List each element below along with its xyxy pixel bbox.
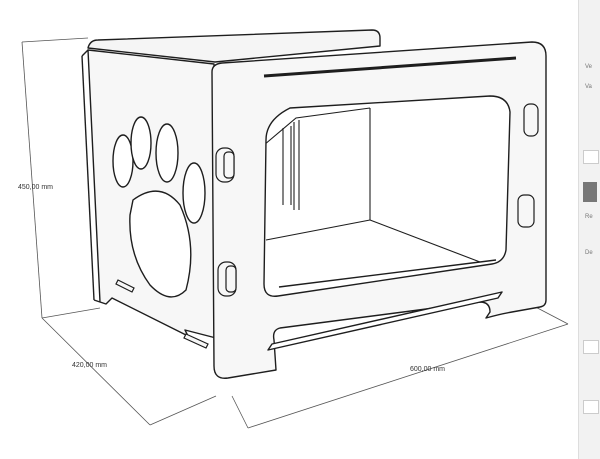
- panel-button[interactable]: [583, 150, 599, 164]
- height-dimension-label: 450,00 mm: [18, 184, 54, 191]
- top-slot: [263, 56, 517, 78]
- paw-toe-2: [130, 116, 152, 170]
- depth-dimension-line: [41, 317, 151, 426]
- panel-label: De: [585, 250, 593, 256]
- width-dimension-line: [247, 323, 569, 429]
- paw-toe-3: [155, 123, 179, 183]
- panel-label: Re: [585, 214, 593, 220]
- paw-cutouts: [112, 116, 206, 298]
- height-dimension-line: [21, 41, 43, 319]
- connector-tab: [523, 103, 539, 137]
- paw-main-hole: [129, 190, 192, 298]
- panel-button[interactable]: [583, 182, 597, 202]
- dimension-lines: [21, 37, 569, 429]
- properties-panel[interactable]: Ve Va Re De: [578, 0, 600, 459]
- paw-toe-1: [112, 134, 134, 188]
- depth-dimension-label: 420,00 mm: [72, 362, 108, 369]
- connector-tabs: [115, 103, 539, 349]
- house-interior: [263, 107, 481, 263]
- bottom-tab: [115, 279, 135, 293]
- paw-toe-4: [182, 162, 206, 224]
- bottom-tab: [183, 333, 209, 349]
- panel-label: Va: [585, 84, 592, 90]
- bottom-slot: [267, 291, 503, 351]
- panel-button[interactable]: [583, 400, 599, 414]
- panel-button[interactable]: [583, 340, 599, 354]
- width-dimension-label: 600,00 mm: [410, 366, 446, 373]
- panel-label: Ve: [585, 64, 593, 70]
- connector-tab: [517, 194, 535, 228]
- front-panel: [211, 41, 547, 379]
- dog-house-drawing: [21, 29, 569, 429]
- cad-viewport[interactable]: 450,00 mm 420,00 mm 600,00 mm: [0, 0, 578, 459]
